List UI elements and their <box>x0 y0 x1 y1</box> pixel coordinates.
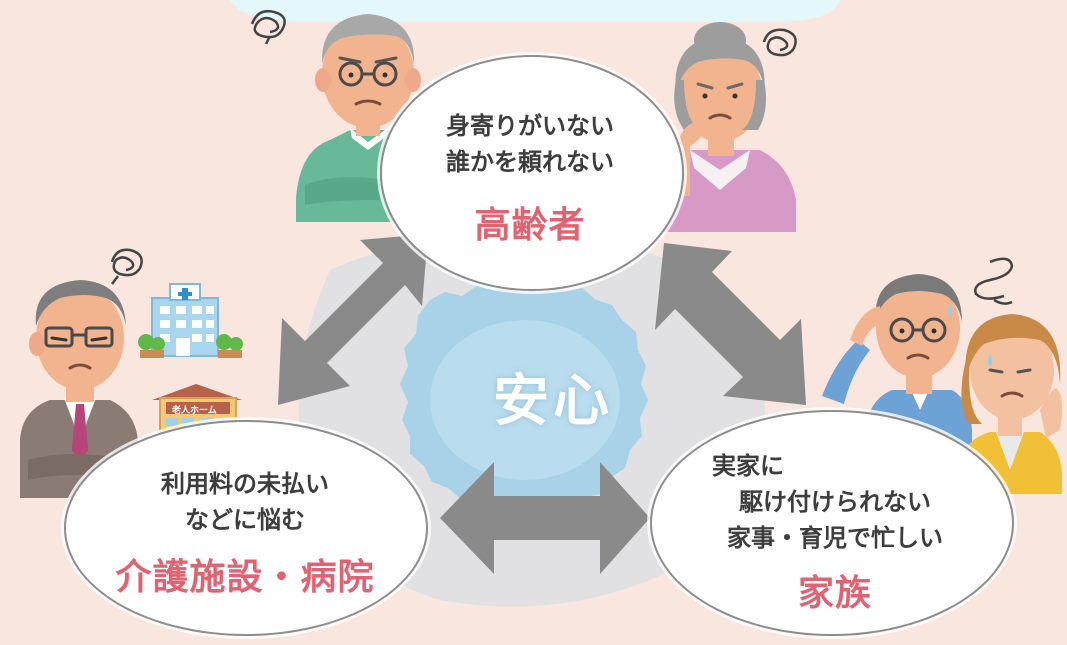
hospital-illustration <box>138 283 243 358</box>
facility-line-1: 利用料の未払い <box>161 470 329 498</box>
nursing-home-sign: 老人ホーム <box>172 406 217 416</box>
family-title: 家族 <box>797 573 872 614</box>
center-label: 安心 <box>493 369 613 434</box>
family-bubble <box>650 410 1014 636</box>
family-line-3: 家事・育児で忙しい <box>727 524 943 552</box>
elderly-line-2: 誰かを頼れない <box>446 148 614 176</box>
facility-title: 介護施設・病院 <box>115 557 375 598</box>
elderly-line-1: 身寄りがいない <box>446 112 614 140</box>
top-band <box>230 0 840 22</box>
elderly-woman-illustration <box>650 22 797 232</box>
facility-manager-illustration <box>20 248 143 498</box>
arrow-facility-family <box>440 462 650 574</box>
elderly-bubble <box>380 55 684 291</box>
blue-blob-highlight <box>430 320 620 480</box>
facility-bubble <box>64 420 428 636</box>
facility-line-2: などに悩む <box>185 506 305 534</box>
family-line-1: 実家に <box>712 452 784 480</box>
arrow-facility-elderly <box>278 234 428 405</box>
elderly-title: 高齢者 <box>474 205 586 246</box>
family-line-2: 駆け付けられない <box>739 488 931 516</box>
arrow-elderly-family <box>655 243 806 405</box>
arrows <box>278 234 806 574</box>
